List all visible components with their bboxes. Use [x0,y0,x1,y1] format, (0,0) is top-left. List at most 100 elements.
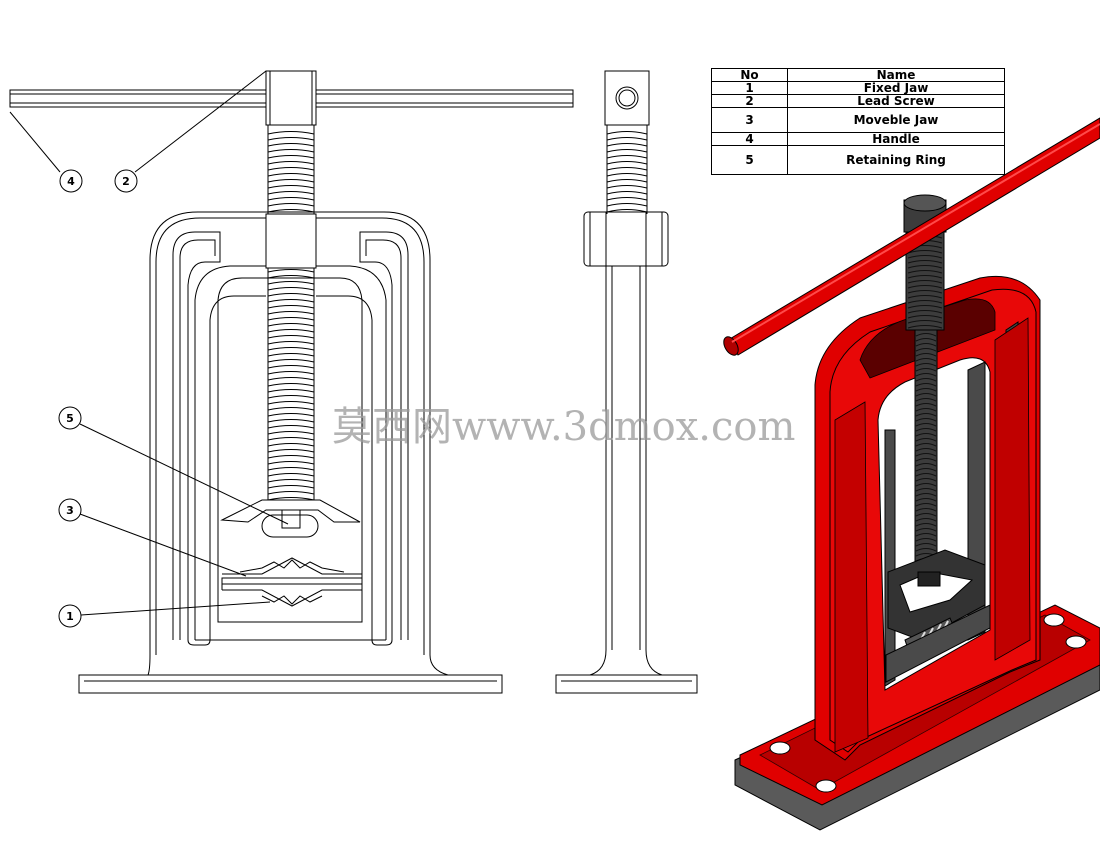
thread-line [915,543,937,547]
bom-row-name: Fixed Jaw [787,81,1005,95]
thread-line [267,275,315,279]
thread-line [606,173,648,177]
thread-line [267,185,315,189]
thread-line [267,293,315,297]
thread-line [267,335,315,339]
thread-line [606,191,648,195]
thread-line [915,398,937,402]
thread-line [267,467,315,471]
thread-line [915,528,937,532]
thread-line [606,161,648,165]
thread-line [267,377,315,381]
thread-line [267,395,315,399]
thread-line [267,449,315,453]
thread-line [267,461,315,465]
front-view [9,70,574,694]
thread-line [606,167,648,171]
thread-line [267,155,315,159]
thread-line [267,179,315,183]
thread-line [267,425,315,429]
thread-line [267,401,315,405]
bom-row-name: Moveble Jaw [787,107,1005,133]
thread-line [267,353,315,357]
thread-line [915,453,937,457]
thread-line [267,455,315,459]
thread-line [907,260,943,264]
thread-line [907,275,943,279]
thread-line [267,443,315,447]
thread-line [915,438,937,442]
side-lead-screw [606,131,648,213]
thread-line [907,300,943,304]
thread-line [915,488,937,492]
thread-line [915,448,937,452]
thread-line [606,179,648,183]
thread-line [606,197,648,201]
bom-row-no: 3 [711,107,788,133]
thread-line [267,137,315,141]
thread-line [915,443,937,447]
thread-line [915,503,937,507]
thread-line [915,493,937,497]
balloon-5-label: 5 [66,412,74,425]
thread-line [915,518,937,522]
thread-line [907,255,943,259]
bom-row-name: Handle [787,132,1005,146]
bom-row: 3 Moveble Jaw [711,107,1005,133]
thread-line [915,428,937,432]
thread-line [267,323,315,327]
bom-header-name: Name [787,68,1005,82]
thread-line [267,419,315,423]
thread-line [267,389,315,393]
thread-line [915,483,937,487]
thread-line [606,137,648,141]
thread-line [915,368,937,372]
thread-line [907,285,943,289]
balloon-2-label: 2 [122,175,130,188]
thread-line [907,315,943,319]
bom-row-name: Lead Screw [787,94,1005,108]
thread-line [606,155,648,159]
thread-line [907,280,943,284]
thread-line [915,388,937,392]
bom-row-no: 5 [711,145,788,175]
thread-line [907,290,943,294]
bom-row-no: 1 [711,81,788,95]
thread-line [267,305,315,309]
thread-line [915,508,937,512]
thread-line [267,491,315,495]
thread-line [915,333,937,337]
thread-line [606,131,648,135]
thread-line [907,270,943,274]
thread-line [267,383,315,387]
bom-row: 4 Handle [711,132,1005,146]
iso-fixed-jaw [885,604,991,683]
thread-line [915,378,937,382]
thread-line [907,295,943,299]
balloon-3: 3 [58,498,82,522]
bom-row-no: 2 [711,94,788,108]
thread-line [915,533,937,537]
thread-line [915,408,937,412]
thread-line [267,287,315,291]
balloon-5: 5 [58,406,82,430]
thread-line [267,173,315,177]
thread-line [907,265,943,269]
thread-line [267,365,315,369]
thread-line [267,437,315,441]
thread-line [915,458,937,462]
front-lead-screw [267,125,315,501]
thread-line [267,149,315,153]
thread-line [267,485,315,489]
thread-line [915,498,937,502]
thread-line [267,497,315,501]
thread-line [907,320,943,324]
thread-line [907,250,943,254]
thread-line [267,203,315,207]
balloon-3-label: 3 [66,504,74,517]
front-frame [78,211,503,694]
thread-line [606,209,648,213]
thread-line [907,325,943,329]
thread-line [915,513,937,517]
thread-line [915,473,937,477]
